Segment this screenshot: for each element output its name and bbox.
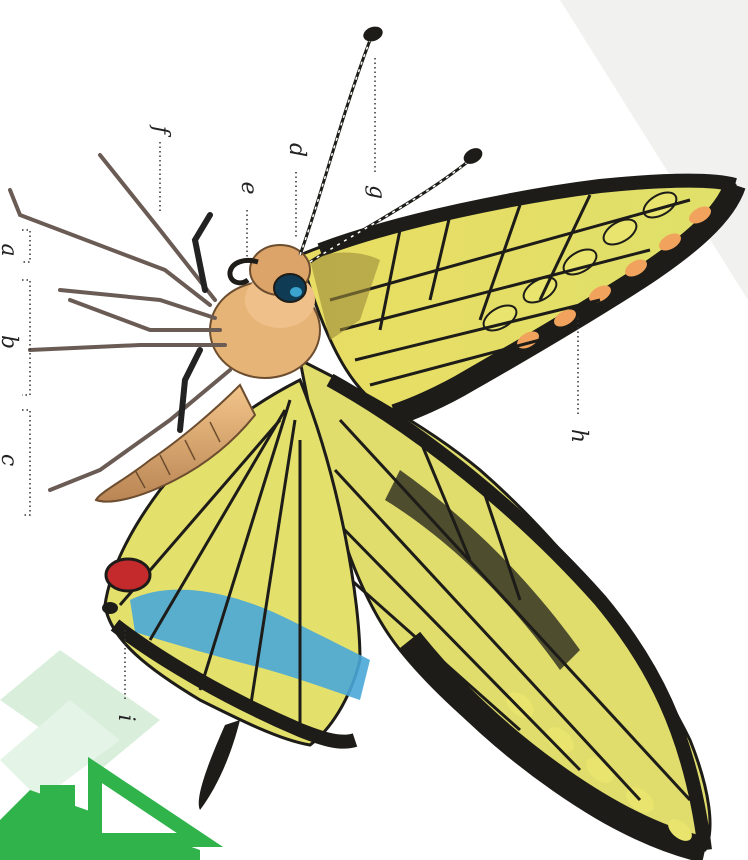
label-g: g — [364, 182, 388, 202]
compound-eye — [274, 274, 306, 302]
label-b: b — [0, 332, 20, 352]
forewing-upper — [300, 178, 735, 415]
red-eyespot — [106, 559, 150, 591]
label-d: d — [284, 140, 308, 160]
label-f: f — [148, 120, 172, 140]
label-e: e — [236, 178, 260, 198]
label-c: c — [0, 450, 20, 470]
label-i: i — [113, 708, 137, 728]
forewing-lower — [300, 360, 710, 851]
label-a: a — [0, 240, 20, 260]
label-h: h — [566, 426, 590, 446]
